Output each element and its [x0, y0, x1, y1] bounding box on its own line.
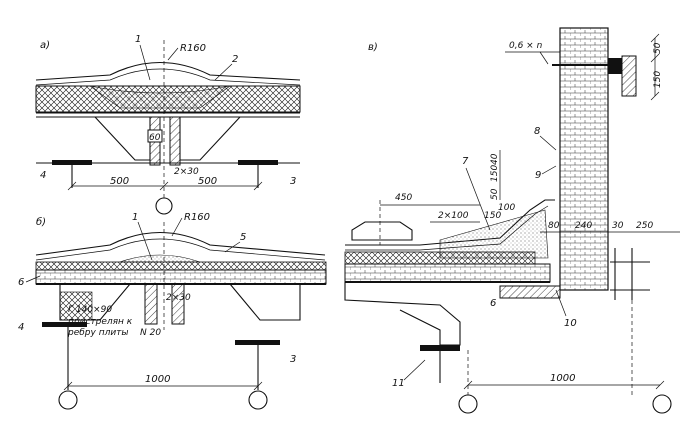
panel-v-dim-40: 40: [490, 153, 500, 165]
panel-b-callout-5: 5: [240, 232, 246, 243]
panel-v-callout-11: 11: [392, 378, 405, 389]
panel-a-axis-marker: [155, 197, 173, 215]
panel-b-bracket: N 20: [140, 328, 161, 338]
panel-a-callout-1: 1: [135, 34, 141, 45]
panel-v-callout-10: 10: [564, 318, 577, 329]
panel-b-note-line2: ребру плиты: [67, 328, 129, 338]
panel-b-axis-left: [58, 390, 78, 410]
panel-v-dim-1000: 1000: [550, 373, 575, 384]
panel-a-right-rib: [179, 116, 241, 161]
panel-a-left-rib: [94, 116, 151, 161]
panel-a-roof-top: [35, 62, 301, 81]
panel-v-dim-150: 150: [484, 211, 501, 221]
panel-v-vent: [351, 221, 413, 241]
panel-b-callout-1: 1: [132, 212, 138, 223]
panel-v-label: в): [368, 42, 378, 53]
panel-v-dim-50top: 50: [653, 42, 663, 54]
panel-a-radius: R160: [180, 43, 206, 54]
panel-v-callout-6: 6: [490, 298, 496, 309]
panel-v-dim-250: 250: [636, 221, 653, 231]
panel-v-slab: [344, 263, 551, 283]
panel-v-dim-30: 30: [612, 221, 624, 231]
panel-b-callout-4: 4: [18, 322, 24, 333]
panel-v-dim-150v: 150: [490, 165, 500, 182]
panel-v-dim-240: 240: [575, 221, 592, 231]
panel-a-label: а): [40, 40, 50, 51]
panel-b-roof-top: [35, 232, 326, 256]
panel-a-callout-4: 4: [40, 170, 46, 181]
panel-a-beam-right: [238, 160, 278, 165]
panel-v-parapet-bracket: [621, 55, 637, 97]
panel-b-slab: [35, 269, 327, 285]
panel-v-step-note: 0,6 × n: [509, 41, 543, 51]
panel-v-support: [499, 285, 561, 299]
panel-v: в) 50 150 0,6 × n: [344, 27, 680, 414]
panel-b: б) 1000 1 R160 5 6 4 3: [18, 212, 327, 410]
panel-a-beam-left: [52, 160, 92, 165]
panel-v-fill: [439, 209, 549, 259]
panel-a-joint-right: [169, 116, 181, 166]
panel-a-roof-layer: [35, 68, 301, 86]
panel-v-parapet-cap: [608, 58, 622, 74]
panel-v-callout-7: 7: [462, 156, 469, 167]
panel-v-callout-9: 9: [535, 170, 541, 181]
panel-a-dim-right: 500: [198, 176, 217, 187]
panel-a: а) 60 500 500 2×30 1 R160: [35, 34, 301, 215]
panel-v-brick-wall: [559, 27, 609, 291]
panel-b-beam-left: [42, 322, 87, 327]
panel-a-gap: 2×30: [174, 167, 199, 177]
panel-b-insulation: [35, 261, 327, 271]
panel-a-dim-left: 500: [110, 176, 129, 187]
panel-v-dim-2x100: 2×100: [438, 211, 469, 221]
panel-b-right-rib: [229, 283, 301, 321]
panel-b-gap: 2×30: [166, 293, 191, 303]
panel-v-dim-80: 80: [548, 221, 560, 231]
panel-v-callout-8: 8: [534, 126, 540, 137]
panel-b-callout-3: 3: [290, 354, 296, 365]
panel-v-rib: [344, 282, 461, 346]
panel-v-dim-50v: 50: [490, 188, 500, 200]
panel-a-fill: [89, 85, 231, 109]
panel-b-angle-note: Г 140×90: [68, 305, 112, 315]
panel-b-label: б): [36, 216, 46, 228]
panel-b-note-line1: пристрелян к: [68, 317, 133, 327]
panel-v-dim-150top: 150: [653, 71, 663, 88]
panel-b-beam-right: [235, 340, 280, 345]
panel-b-radius: R160: [184, 212, 210, 223]
panel-a-callout-3: 3: [290, 176, 296, 187]
panel-v-axis-right: [652, 394, 672, 414]
panel-v-dim-450: 450: [395, 193, 412, 203]
panel-a-callout-2: 2: [232, 54, 238, 65]
panel-b-callout-6: 6: [18, 277, 24, 288]
panel-v-dim-100: 100: [498, 203, 515, 213]
panel-b-dim-bottom: 1000: [145, 374, 170, 385]
panel-a-inset-dim: 60: [149, 133, 161, 143]
panel-v-axis-left: [458, 394, 478, 414]
panel-b-axis-right: [248, 390, 268, 410]
